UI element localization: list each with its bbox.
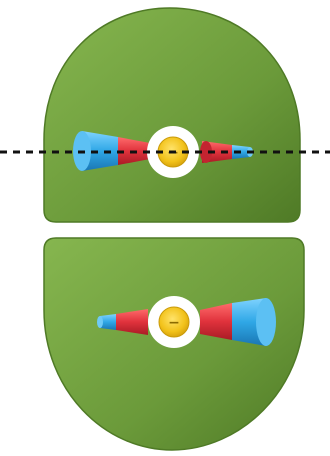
bottom-left-cone-tip [97,316,103,328]
bottom-core-sign: − [168,315,180,331]
bottom-dumbbell: − [97,296,276,348]
top-right-cone-base [200,141,212,163]
bottom-core [158,306,190,338]
bottom-right-cone-cap [256,298,276,346]
top-shell [43,7,301,223]
top-right-cone [200,141,253,163]
bottom-left-cone [97,309,148,335]
bottom-right-cone [200,298,276,346]
